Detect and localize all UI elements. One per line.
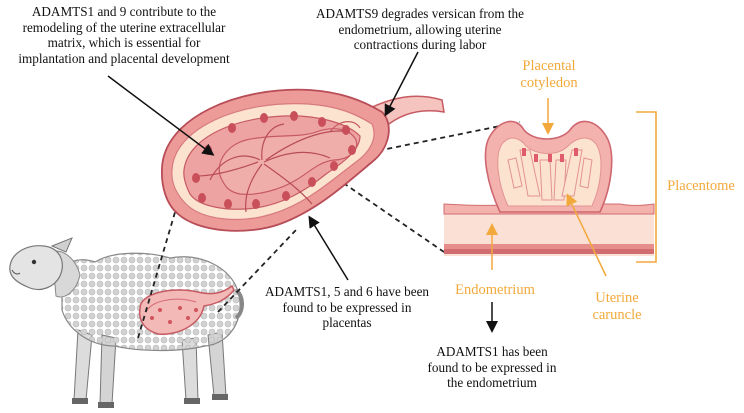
cotyledon-label-line: Placental xyxy=(522,58,576,74)
versican-note-line: endometrium, allowing uterine xyxy=(338,21,502,37)
endometrium-note-line: ADAMTS1 has been xyxy=(436,344,548,359)
remodeling-note-line: remodeling of the uterine extracellular xyxy=(22,19,226,35)
annotation-arrows xyxy=(107,51,498,333)
placentas-note-line: found to be expressed in xyxy=(282,299,412,315)
placental-cotyledon-label: Placental cotyledon xyxy=(506,58,592,92)
caruncle-arrow xyxy=(566,193,607,277)
placentas-note: ADAMTS1, 5 and 6 have been found to be e… xyxy=(262,284,432,331)
endometrium-label: Endometrium xyxy=(455,282,535,298)
placentas-note-line: ADAMTS1, 5 and 6 have been xyxy=(264,284,430,299)
remodeling-note: ADAMTS1 and 9 contribute to the remodeli… xyxy=(4,4,244,66)
endometrium-note-line: the endometrium xyxy=(447,375,537,390)
sheep-uterus-illustration xyxy=(138,284,235,335)
sheep-illustration xyxy=(9,237,244,408)
placentas-note-line: placentas xyxy=(322,315,372,330)
endometrium-note: ADAMTS1 has been found to be expressed i… xyxy=(424,344,560,391)
versican-note: ADAMTS9 degrades versican from the endom… xyxy=(306,6,534,53)
versican-note-line: contractions during labor xyxy=(353,37,487,52)
remodeling-note-line: implantation and placental development xyxy=(18,50,230,66)
endometrium-note-line: found to be expressed in xyxy=(427,359,557,375)
remodeling-arrow xyxy=(107,75,215,156)
versican-note-line: ADAMTS9 degrades versican from the xyxy=(315,6,524,21)
caruncle-label-line: Uterine xyxy=(595,290,639,306)
cotyledon-label-line: cotyledon xyxy=(520,75,578,91)
remodeling-note-line: matrix, which is essential for xyxy=(47,35,201,50)
placentome-illustration xyxy=(443,111,657,263)
caruncle-label-line: caruncle xyxy=(592,307,642,323)
placentome-label: Placentome xyxy=(667,178,735,194)
versican-arrow xyxy=(384,51,419,117)
label-arrows xyxy=(486,98,607,277)
remodeling-note-line: ADAMTS1 and 9 contribute to the xyxy=(31,4,217,19)
uterus-illustration xyxy=(161,88,445,232)
uterine-caruncle-label: Uterine caruncle xyxy=(580,290,654,324)
placentas-arrow xyxy=(308,215,349,281)
